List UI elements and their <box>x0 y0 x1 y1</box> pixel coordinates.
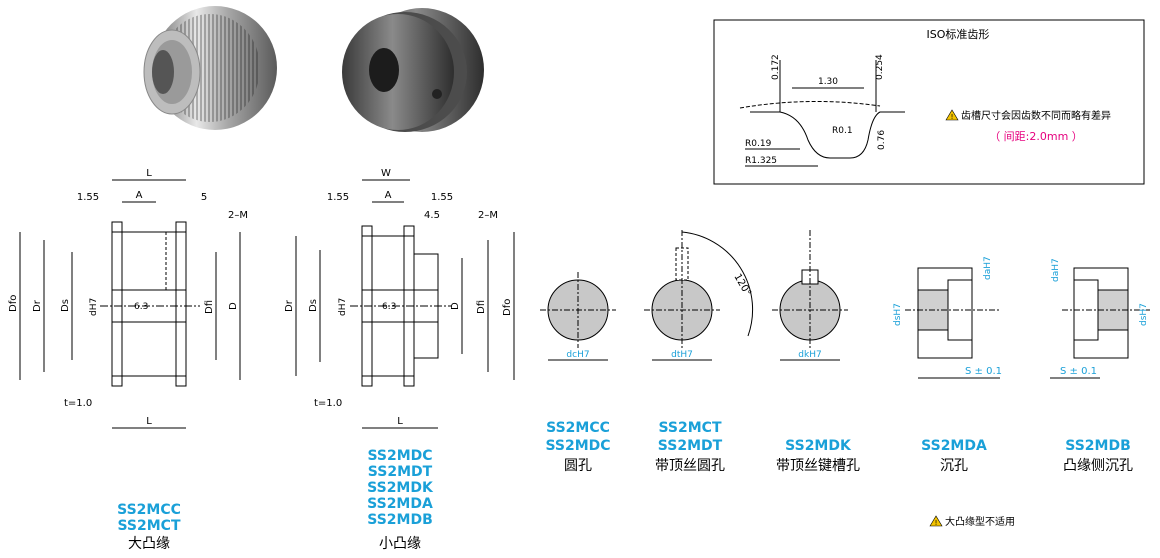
bore-counterbore-code: SS2MDA <box>921 438 987 454</box>
large-dim-rough: 6.3 <box>134 302 148 312</box>
small-dim-Ds: Ds <box>308 299 319 312</box>
small-dim-off-right: 1.55 <box>431 192 453 203</box>
small-dim-rough: 6.3 <box>382 302 396 312</box>
large-dim-Dr: Dr <box>32 299 43 312</box>
small-dim-dH7: dH7 <box>338 298 348 316</box>
small-dim-L-bottom: L <box>397 416 403 427</box>
footnote: 大凸缘型不适用 <box>945 515 1015 528</box>
bore-counterbore-S: S ± 0.1 <box>965 366 1002 377</box>
bore-round-name: 圆孔 <box>564 458 592 474</box>
small-dim-Dfi: Dfi <box>476 300 487 314</box>
product-photo-small-flange <box>342 8 484 132</box>
large-name: 大凸缘 <box>128 536 170 552</box>
small-dim-off-left: 1.55 <box>327 192 349 203</box>
small-dim-tap: 2–M <box>478 210 498 221</box>
iso-pitch: （ 间距:2.0mm ） <box>989 130 1083 143</box>
large-flange-drawing: L A 1.55 5 2–M Dfo Dr Ds dH7 6.3 Dfi D t… <box>8 168 248 429</box>
bore-counterbore-name: 沉孔 <box>940 458 968 474</box>
small-dim-D: D <box>450 302 461 310</box>
small-code-3: SS2MDK <box>367 480 434 496</box>
iso-note: 齿槽尺寸会因齿数不同而略有差异 <box>961 109 1111 122</box>
small-dim-Dr: Dr <box>284 299 295 312</box>
bore-setscrew-name: 带顶丝圆孔 <box>655 458 725 474</box>
large-dim-L-top: L <box>146 168 152 179</box>
bore-keyway-name: 带顶丝键槽孔 <box>776 458 860 474</box>
large-dim-Dfo: Dfo <box>8 295 19 312</box>
large-dim-Dfi: Dfi <box>204 300 215 314</box>
small-flange-drawing: W A 1.55 1.55 4.5 2–M Dr Ds dH7 6.3 D Df… <box>284 168 515 429</box>
bore-counterbore: daH7 dsH7 S ± 0.1 <box>893 256 1002 379</box>
iso-dim-right-height: 0.254 <box>875 54 885 80</box>
warning-icon: ! <box>945 109 959 121</box>
iso-dim-tip-height: 0.172 <box>771 54 781 80</box>
bore-keyway-code: SS2MDK <box>785 438 852 454</box>
bore-keyway-dim: dkH7 <box>798 350 821 360</box>
large-dim-A: A <box>136 190 143 201</box>
bore-flange-counterbore-S: S ± 0.1 <box>1060 366 1097 377</box>
bore-round-code-2: SS2MDC <box>545 438 610 454</box>
large-dim-tap: 2–M <box>228 210 248 221</box>
bore-flange-counterbore-code: SS2MDB <box>1065 438 1131 454</box>
large-dim-dH7: dH7 <box>89 298 99 316</box>
iso-dim-r-big: R1.325 <box>745 156 777 166</box>
iso-dim-r-left: R0.19 <box>745 139 772 149</box>
bore-flange-counterbore-da: daH7 <box>1051 258 1061 282</box>
large-dim-L-bottom: L <box>146 416 152 427</box>
small-dim-t: t=1.0 <box>314 398 342 409</box>
small-dim-W: W <box>381 168 391 179</box>
small-code-4: SS2MDA <box>367 496 433 512</box>
small-name: 小凸缘 <box>379 536 421 552</box>
large-code-1: SS2MCC <box>117 502 181 518</box>
bore-counterbore-da: daH7 <box>983 256 993 280</box>
large-code-2: SS2MCT <box>117 518 180 534</box>
small-dim-A: A <box>385 190 392 201</box>
large-dim-Ds: Ds <box>60 299 71 312</box>
bore-flange-counterbore-name: 凸缘侧沉孔 <box>1063 458 1133 474</box>
large-dim-D: D <box>228 302 239 310</box>
bore-round-dim: dcH7 <box>566 350 589 360</box>
iso-title: ISO标准齿形 <box>927 27 990 41</box>
bore-counterbore-ds: dsH7 <box>893 303 903 326</box>
bore-round: dcH7 <box>540 272 616 361</box>
small-code-2: SS2MDT <box>368 464 433 480</box>
small-code-1: SS2MDC <box>367 448 432 464</box>
iso-dim-width: 1.30 <box>818 77 838 87</box>
product-photo-large-flange <box>143 6 277 130</box>
bore-setscrew-code-1: SS2MCT <box>658 420 721 436</box>
small-dim-Dfo: Dfo <box>502 299 513 316</box>
bore-flange-counterbore: daH7 dsH7 S ± 0.1 <box>1050 258 1150 379</box>
bore-round-code-1: SS2MCC <box>546 420 610 436</box>
warning-icon: ! <box>929 515 943 527</box>
bore-setscrew-dim: dtH7 <box>671 350 693 360</box>
bore-keyway: dkH7 <box>772 230 848 361</box>
large-dim-off-right: 5 <box>201 192 207 203</box>
svg-text:!: ! <box>935 519 938 527</box>
iso-dim-r-inner: R0.1 <box>832 126 853 136</box>
large-dim-off-left: 1.55 <box>77 192 99 203</box>
bore-flange-counterbore-ds: dsH7 <box>1139 303 1149 326</box>
iso-dim-depth: 0.76 <box>877 130 887 150</box>
small-code-5: SS2MDB <box>367 512 433 528</box>
bore-setscrew: 120° dtH7 <box>644 230 754 361</box>
large-dim-t: t=1.0 <box>64 398 92 409</box>
svg-text:!: ! <box>951 113 954 121</box>
bore-setscrew-code-2: SS2MDT <box>658 438 723 454</box>
small-dim-off-tap: 4.5 <box>424 210 440 221</box>
bore-setscrew-angle: 120° <box>731 272 753 298</box>
iso-tooth-profile-box: ISO标准齿形 1.30 0.172 0.254 R0.1 R0.19 R1.3… <box>713 19 1145 185</box>
